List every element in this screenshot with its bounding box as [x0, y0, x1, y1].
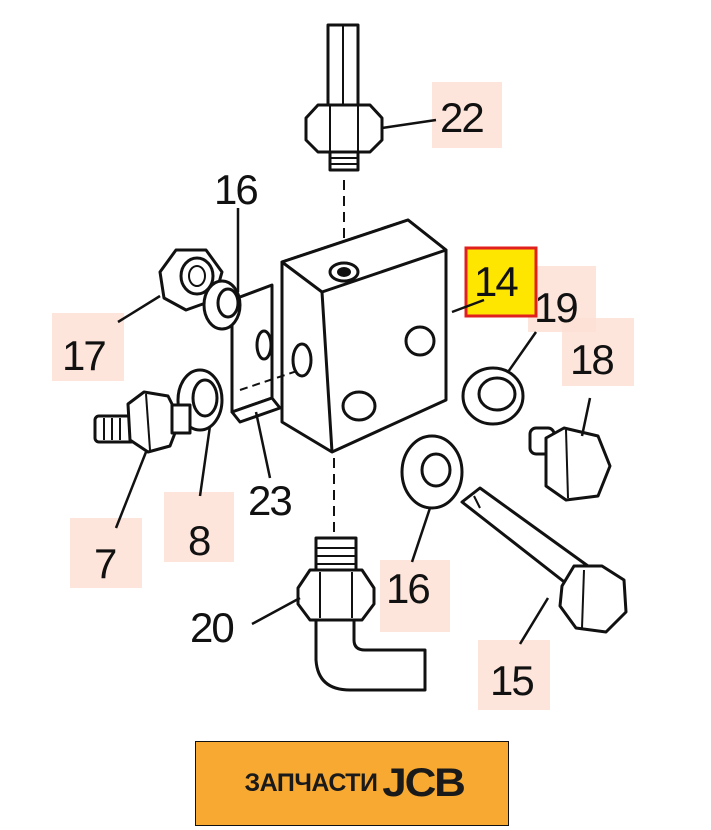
- label-23[interactable]: 23: [248, 477, 293, 524]
- label-17[interactable]: 17: [62, 332, 107, 379]
- label-22[interactable]: 22: [440, 94, 485, 141]
- label-bg-7: [70, 518, 142, 588]
- label-8[interactable]: 8: [188, 517, 212, 564]
- seal-19: [461, 366, 525, 426]
- label-bg-15: [478, 640, 550, 710]
- brand-text: ЗАПЧАСТИ: [244, 769, 378, 797]
- washer-16-bottom: [400, 434, 464, 510]
- washer-16-top: [202, 279, 242, 331]
- label-7[interactable]: 7: [94, 540, 118, 587]
- label-15[interactable]: 15: [490, 657, 535, 704]
- bolt-15: [460, 486, 628, 634]
- brand-banner[interactable]: ЗАПЧАСТИ JCB: [195, 741, 509, 826]
- label-20[interactable]: 20: [190, 604, 235, 651]
- label-16-bottom[interactable]: 16: [386, 565, 431, 612]
- label-bg-16-bottom: [380, 560, 450, 632]
- union-20: [296, 536, 427, 692]
- label-16-top[interactable]: 16: [214, 166, 259, 213]
- jcb-logo: JCB: [381, 761, 466, 805]
- label-19[interactable]: 19: [534, 284, 579, 331]
- label-bg-18: [562, 318, 634, 386]
- label-bg-22: [432, 82, 502, 148]
- nut-17: [158, 248, 224, 312]
- union-nut-22: [304, 103, 384, 172]
- plug-18: [528, 426, 612, 502]
- highlight-box-14[interactable]: [464, 246, 538, 318]
- leader-lines: [114, 118, 592, 645]
- label-14[interactable]: 14: [474, 258, 520, 305]
- fitting-7: [93, 390, 192, 454]
- valve-block-14: [280, 218, 448, 454]
- label-bg-17: [52, 313, 124, 381]
- pipe-top: [326, 23, 360, 115]
- label-bg-8: [164, 492, 234, 562]
- bracket-23: [230, 283, 301, 424]
- label-18[interactable]: 18: [570, 336, 615, 383]
